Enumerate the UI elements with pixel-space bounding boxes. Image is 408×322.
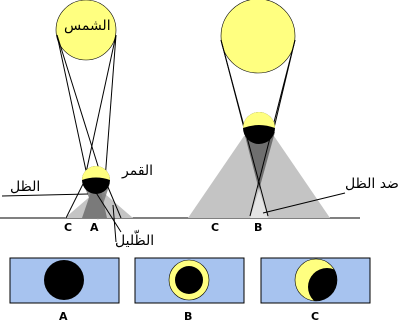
right-moon — [243, 112, 275, 144]
moon-label: القمر — [121, 163, 153, 179]
sun-label: الشمس — [64, 18, 111, 34]
left-moon — [82, 166, 110, 194]
panel-c — [261, 258, 370, 306]
penumbra-label: الظّليل — [115, 230, 154, 249]
antumbra-label: ضد الظل — [345, 176, 399, 192]
left-point-a: A — [90, 221, 99, 234]
right-sun — [221, 0, 295, 73]
panel-b-letter: B — [184, 310, 192, 322]
right-point-c: C — [211, 221, 219, 234]
panel-a-letter: A — [59, 310, 68, 322]
right-point-b: B — [254, 221, 262, 234]
panel-c-letter: C — [311, 310, 319, 322]
panel-b — [135, 258, 244, 303]
panel-b-disk — [175, 266, 203, 294]
panel-a — [10, 258, 119, 303]
umbra-label: الظل — [10, 179, 40, 195]
left-point-c: C — [64, 221, 72, 234]
panel-a-disk — [44, 260, 84, 300]
